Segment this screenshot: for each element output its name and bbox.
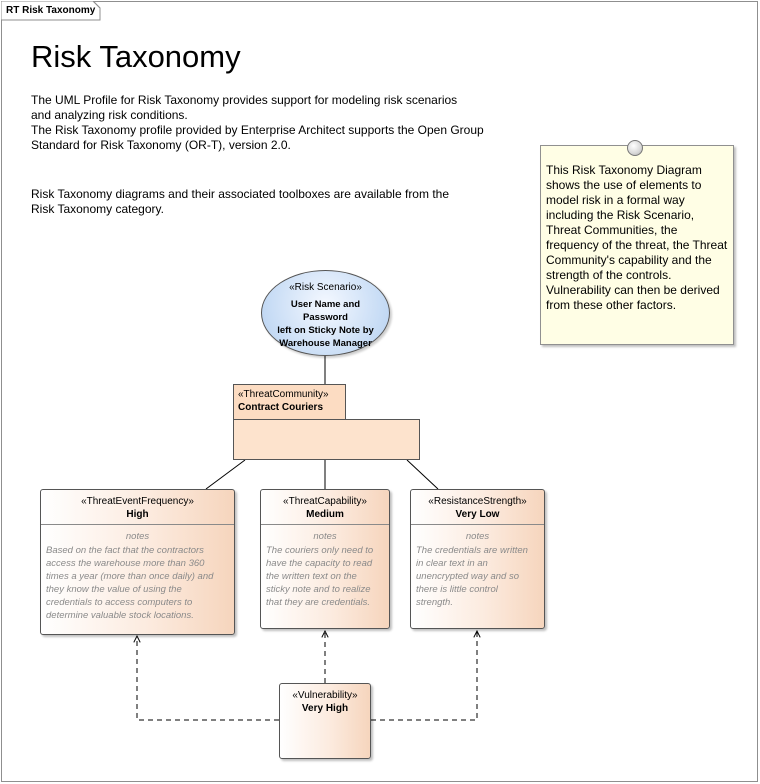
- element-name: High: [126, 509, 149, 520]
- notes-line: that they are credentials.: [266, 597, 371, 608]
- notes-line: they know the value of using the: [46, 584, 182, 595]
- notes-line: strength.: [416, 597, 453, 608]
- notes-line: the written text on the: [266, 571, 357, 582]
- threat-capability-element[interactable]: «ThreatCapability» Medium notes The cour…: [260, 489, 390, 629]
- notes-line: Based on the fact that the contractors: [46, 545, 204, 556]
- note-line: model risk in a formal way: [546, 193, 685, 207]
- compartment-divider: [411, 524, 544, 525]
- vulnerability-to-resistance-dependency[interactable]: [371, 631, 477, 721]
- diagram-note[interactable]: This Risk Taxonomy Diagram shows the use…: [540, 145, 734, 345]
- risk-scenario-element[interactable]: «Risk Scenario» User Name and Password l…: [261, 270, 390, 356]
- notes-label: notes: [125, 531, 150, 542]
- resistance-strength-element[interactable]: «ResistanceStrength» Very Low notes The …: [410, 489, 545, 629]
- notes-line: access the warehouse more than 360: [46, 558, 205, 569]
- element-stereotype: «ThreatCommunity»: [238, 389, 329, 400]
- note-line: Community's capability and the: [546, 253, 712, 267]
- note-line: including the Risk Scenario,: [546, 208, 695, 222]
- diagram-tab-label: RT Risk Taxonomy: [6, 5, 96, 16]
- note-text: This Risk Taxonomy Diagram shows the use…: [546, 163, 734, 313]
- description-line: The Risk Taxonomy profile provided by En…: [31, 123, 484, 137]
- notes-line: times a year (more than once daily) and: [46, 571, 214, 582]
- notes-line: have the capacity to read: [266, 558, 373, 569]
- diagram-tab-shape: [0, 0, 101, 21]
- element-name: User Name and Password left on Sticky No…: [270, 298, 381, 350]
- note-line: from these other factors.: [546, 298, 677, 312]
- threat-community-element[interactable]: «ThreatCommunity» Contract Couriers: [233, 384, 346, 420]
- notes-label: notes: [313, 531, 337, 542]
- description-line: Standard for Risk Taxonomy (OR-T), versi…: [31, 138, 291, 152]
- element-stereotype: «Vulnerability»: [292, 690, 358, 701]
- element-name-line: left on Sticky Note by: [277, 325, 374, 336]
- element-name-line: User Name and Password: [290, 299, 361, 323]
- element-name: Medium: [306, 509, 344, 520]
- note-line: Vulnerability can then be derived: [546, 283, 720, 297]
- page-title: Risk Taxonomy: [31, 39, 241, 74]
- notes-text: The credentials are written in clear tex…: [416, 544, 540, 609]
- description-line: Risk Taxonomy category.: [31, 202, 164, 216]
- notes-line: in clear text in an: [416, 558, 488, 569]
- element-stereotype: «ResistanceStrength»: [428, 496, 527, 507]
- element-stereotype: «ThreatEventFrequency»: [81, 496, 194, 507]
- note-line: This Risk Taxonomy Diagram: [546, 163, 702, 177]
- threat-event-frequency-element[interactable]: «ThreatEventFrequency» High notes Based …: [40, 489, 235, 635]
- notes-line: there is little control: [416, 584, 498, 595]
- community-to-frequency-link[interactable]: [205, 459, 246, 490]
- notes-line: determine valuable stock locations.: [46, 610, 194, 621]
- notes-line: sticky note and to realize: [266, 584, 371, 595]
- vulnerability-element[interactable]: «Vulnerability» Very High: [279, 683, 371, 759]
- element-name: Very Low: [455, 509, 500, 520]
- notes-text: The couriers only need to have the capac…: [266, 544, 385, 609]
- description-line: and analyzing risk conditions.: [31, 108, 188, 122]
- note-line: shows the use of elements to: [546, 178, 702, 192]
- notes-line: unencrypted way and so: [416, 571, 519, 582]
- compartment-divider: [41, 524, 234, 525]
- notes-line: The couriers only need to: [266, 545, 374, 556]
- notes-text: Based on the fact that the contractors a…: [46, 544, 230, 622]
- notes-label: notes: [465, 531, 490, 542]
- element-stereotype: «Risk Scenario»: [289, 282, 362, 293]
- note-line: frequency of the threat, the Threat: [546, 238, 728, 252]
- note-line: Threat Communities, the: [546, 223, 678, 237]
- diagram-tab[interactable]: RT Risk Taxonomy: [0, 0, 101, 21]
- description-line: Risk Taxonomy diagrams and their associa…: [31, 187, 449, 201]
- community-to-resistance-link[interactable]: [406, 459, 439, 490]
- compartment-divider: [261, 524, 389, 525]
- pin-icon: [627, 140, 643, 156]
- element-stereotype: «ThreatCapability»: [283, 496, 367, 507]
- vulnerability-to-frequency-dependency[interactable]: [137, 636, 279, 721]
- element-name: Very High: [301, 703, 349, 714]
- notes-line: credentials to access computers to: [46, 597, 193, 608]
- notes-line: The credentials are written: [416, 545, 528, 556]
- element-name: Contract Couriers: [238, 402, 324, 413]
- note-line: strength of the controls.: [546, 268, 672, 282]
- element-name-line: Warehouse Manager: [279, 338, 372, 349]
- description-line: The UML Profile for Risk Taxonomy provid…: [31, 93, 458, 107]
- threat-community-body[interactable]: [233, 419, 420, 460]
